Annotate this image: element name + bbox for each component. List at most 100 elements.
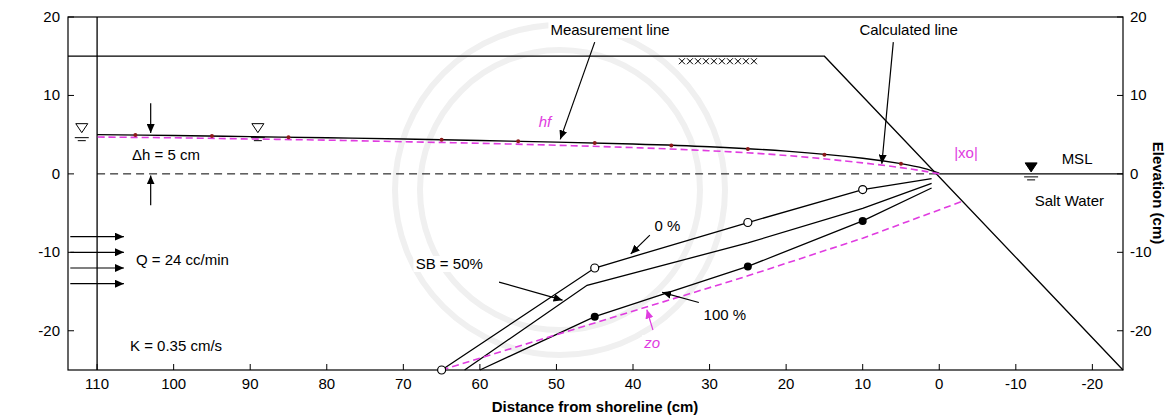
tick-label: 20 [778, 376, 795, 392]
hatch-stroke [727, 58, 733, 64]
water-level-dash [254, 140, 262, 141]
hatch-stroke [727, 58, 733, 64]
leader-line [631, 235, 650, 254]
hatch-stroke [751, 58, 757, 64]
measured-point-open [591, 264, 599, 272]
leader-line [499, 282, 563, 300]
leader-line [882, 42, 893, 164]
measurement-point [210, 134, 214, 138]
tick-label: 10 [1130, 87, 1147, 103]
hatch-stroke [687, 58, 693, 64]
measurement-point [899, 162, 903, 166]
measurement-point [440, 138, 444, 142]
measured-point-open [744, 219, 752, 227]
measured-point-filled [591, 313, 599, 321]
tick-mark [68, 330, 74, 331]
tick-mark [862, 364, 863, 370]
watermark [395, 25, 725, 355]
inflow-arrow [70, 267, 124, 268]
hatch-stroke [719, 58, 725, 64]
tick-label: -20 [38, 323, 60, 339]
measured-water-table [97, 135, 939, 173]
hatch-stroke [743, 58, 749, 64]
tick-label: 100 [161, 376, 186, 392]
hatch-stroke [735, 58, 741, 64]
tick-label: 10 [854, 376, 871, 392]
hatch-stroke [695, 58, 701, 64]
tick-label: 40 [625, 376, 642, 392]
measurement-point [286, 135, 290, 139]
water-level-triangle [76, 124, 88, 133]
tick-mark [68, 173, 74, 174]
watermark-ring [395, 25, 725, 355]
measured-point-open [438, 366, 446, 374]
hatch-stroke [703, 58, 709, 64]
callout-label: zo [642, 335, 662, 351]
measurement-point [822, 153, 826, 157]
dh-arrow [150, 175, 151, 205]
tick-label: 20 [43, 9, 60, 25]
dh-arrow [150, 103, 151, 133]
tick-mark [250, 364, 251, 370]
hatch-stroke [687, 58, 693, 64]
tick-mark [1117, 17, 1123, 18]
callout-label: SB = 50% [414, 256, 485, 272]
hatch-stroke [679, 58, 685, 64]
annotation: |xo| [952, 145, 980, 161]
axis-title: Distance from shoreline (cm) [492, 399, 699, 415]
tick-label: 0 [52, 166, 60, 182]
interface-50 [465, 183, 932, 370]
water-level-triangle [252, 124, 264, 133]
plot-frame [68, 17, 1123, 370]
hatch-stroke [695, 58, 701, 64]
measurement-point [133, 133, 137, 137]
inflow-boundary [96, 17, 97, 370]
axis-ticks [68, 17, 1123, 370]
tick-label: -20 [1082, 376, 1104, 392]
leader-line [647, 310, 653, 330]
calculated-water-table [97, 137, 939, 174]
tick-mark [709, 364, 710, 370]
tick-label: -10 [38, 244, 60, 260]
measurement-point [669, 143, 673, 147]
tick-label: 90 [242, 376, 259, 392]
measured-point-filled [744, 262, 752, 270]
tick-label: 80 [318, 376, 335, 392]
callout-label: 100 % [702, 307, 749, 323]
water-level-dash [1024, 176, 1038, 177]
inflow-arrow [70, 283, 124, 284]
hatch-stroke [735, 58, 741, 64]
interface-0 [442, 179, 932, 370]
tick-mark [68, 95, 74, 96]
tick-mark [633, 364, 634, 370]
tick-label: 10 [43, 87, 60, 103]
inflow-arrow [70, 236, 124, 237]
callout-label: 0 % [653, 218, 683, 234]
annotation: Q = 24 cc/min [134, 252, 231, 268]
tick-mark [1117, 95, 1123, 96]
tick-label: 50 [548, 376, 565, 392]
hatch-stroke [679, 58, 685, 64]
water-level-triangle [1025, 163, 1037, 172]
inflow-arrow [70, 252, 124, 253]
ground-surface [68, 56, 1123, 370]
leader-line [560, 42, 594, 139]
tick-mark [1092, 364, 1093, 370]
tick-mark [1117, 252, 1123, 253]
annotation: Measurement line [548, 22, 671, 38]
tick-label: -10 [1130, 244, 1152, 260]
measurement-point [746, 147, 750, 151]
annotation: Δh = 5 cm [130, 147, 202, 163]
ground-hatch [679, 58, 757, 64]
tick-label: 0 [935, 376, 943, 392]
sea-surface [939, 173, 1123, 174]
hatch-stroke [751, 58, 757, 64]
tick-mark [479, 364, 480, 370]
tick-mark [326, 364, 327, 370]
water-level-dash [1027, 179, 1035, 180]
hatch-stroke [743, 58, 749, 64]
measured-point-filled [859, 217, 867, 225]
tick-label: 0 [1130, 166, 1138, 182]
tick-label: 70 [395, 376, 412, 392]
